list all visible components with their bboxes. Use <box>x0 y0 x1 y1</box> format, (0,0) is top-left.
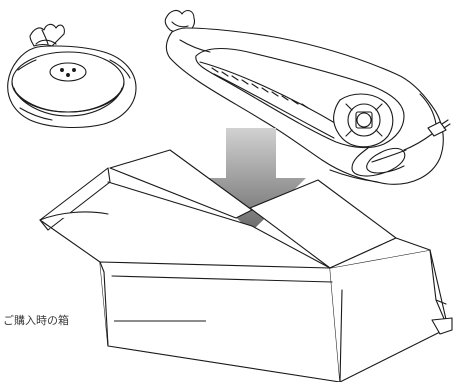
box-callout-label: ご購入時の箱 <box>3 314 69 328</box>
lamp-head-in-bag <box>165 11 450 185</box>
stand-base-in-bag <box>8 24 136 127</box>
